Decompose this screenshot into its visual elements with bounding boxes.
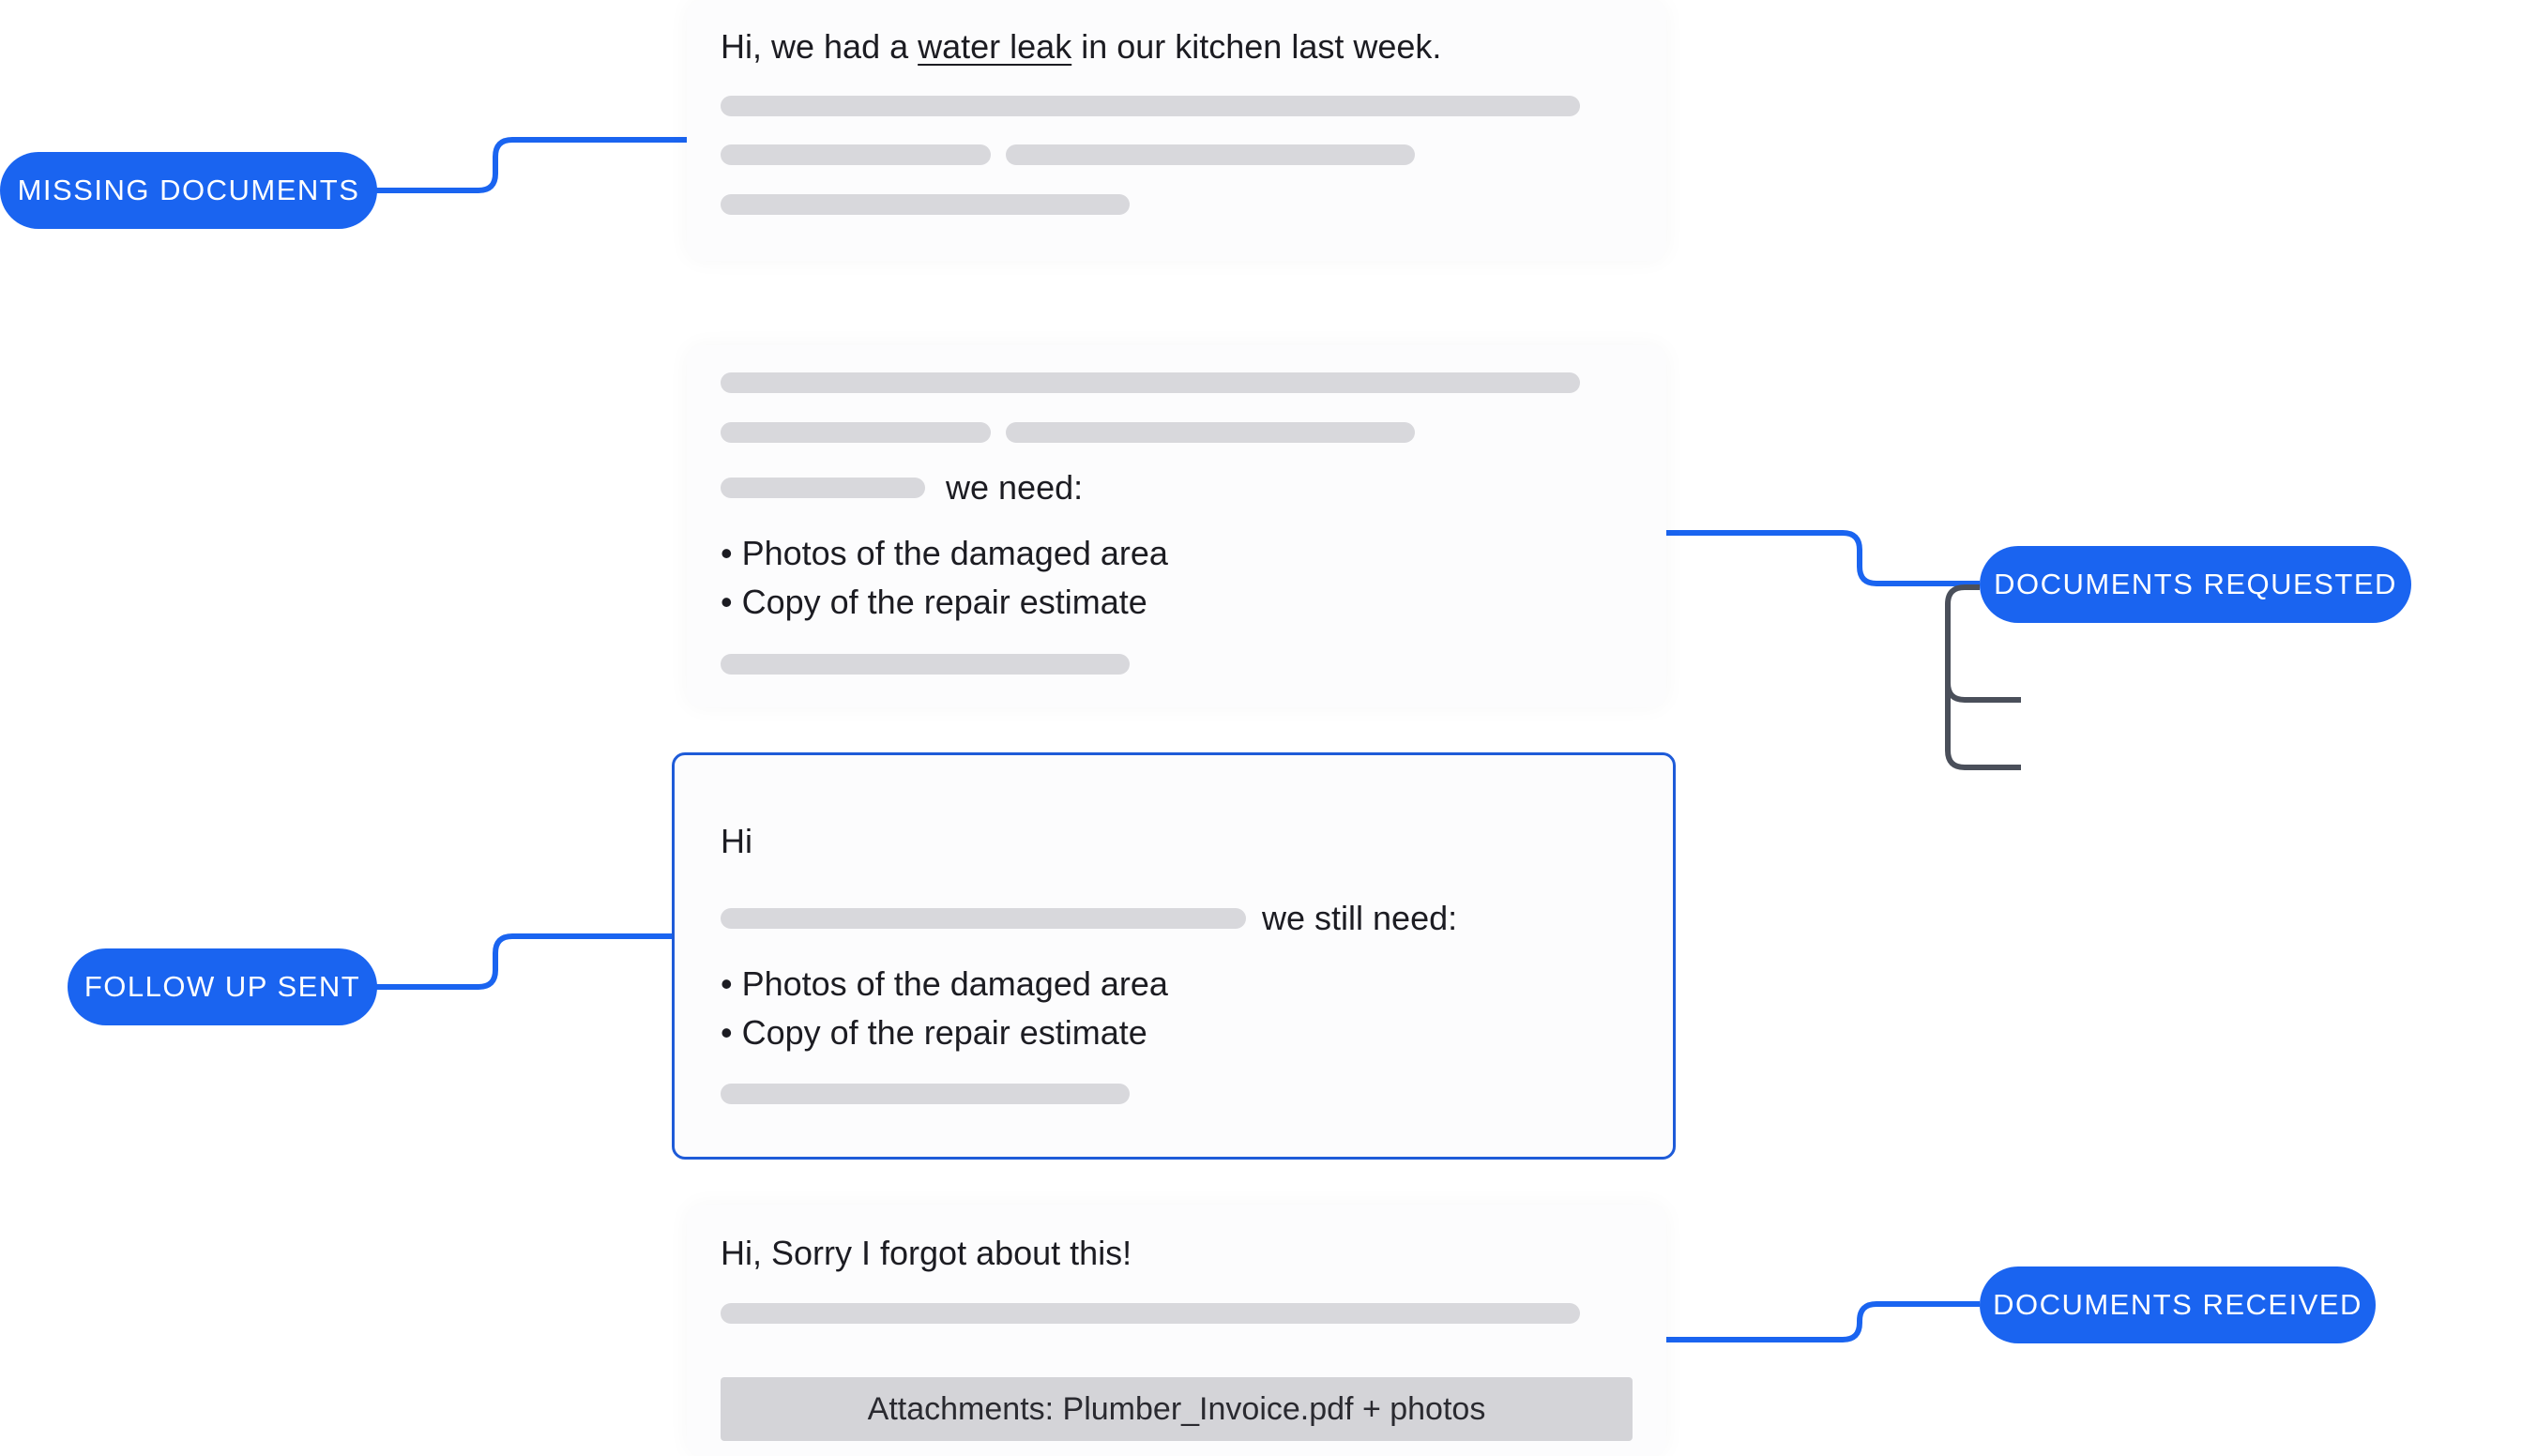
message-card-request: we need: • Photos of the damaged area • … xyxy=(687,345,1666,707)
reply-text: Hi, Sorry I forgot about this! xyxy=(721,1234,1132,1272)
message-card-follow-up: Hi we still need: • Photos of the damage… xyxy=(672,752,1676,1160)
bullet-item: • Photos of the damaged area xyxy=(721,964,1168,1003)
placeholder-line xyxy=(1006,422,1415,443)
placeholder-line xyxy=(721,144,991,165)
placeholder-line xyxy=(721,1303,1580,1324)
placeholder-line xyxy=(721,422,991,443)
message-card-initial: Hi, we had a water leak in our kitchen l… xyxy=(687,0,1666,261)
message-initial-text: Hi, we had a water leak in our kitchen l… xyxy=(721,27,1442,66)
tag-missing-documents: MISSING DOCUMENTS xyxy=(0,152,377,229)
message-card-reply: Hi, Sorry I forgot about this! Attachmen… xyxy=(687,1205,1666,1456)
placeholder-line xyxy=(1006,144,1415,165)
placeholder-line xyxy=(721,654,1130,675)
placeholder-line xyxy=(721,908,1246,929)
connector-follow-up-sent xyxy=(375,933,672,990)
placeholder-line xyxy=(721,372,1580,393)
attachment-bar[interactable]: Attachments: Plumber_Invoice.pdf + photo… xyxy=(721,1377,1633,1441)
sub-item-bracket xyxy=(1945,584,2021,770)
tag-follow-up-sent: FOLLOW UP SENT xyxy=(68,948,377,1025)
tag-documents-received: DOCUMENTS RECEIVED xyxy=(1980,1266,2376,1343)
water-leak-link: water leak xyxy=(918,27,1072,66)
tag-documents-requested: DOCUMENTS REQUESTED xyxy=(1980,546,2411,623)
placeholder-line xyxy=(721,1084,1130,1104)
bullet-item: • Copy of the repair estimate xyxy=(721,583,1147,621)
placeholder-line xyxy=(721,478,925,498)
still-need-label: we still need: xyxy=(1262,899,1458,937)
bullet-item: • Photos of the damaged area xyxy=(721,534,1168,572)
connector-documents-received xyxy=(1666,1301,1980,1342)
placeholder-line xyxy=(721,96,1580,116)
placeholder-line xyxy=(721,194,1130,215)
connector-missing-documents xyxy=(372,137,690,193)
bullet-item: • Copy of the repair estimate xyxy=(721,1013,1147,1052)
need-label: we need: xyxy=(946,468,1084,507)
greeting-text: Hi xyxy=(721,822,752,860)
connector-documents-requested xyxy=(1666,530,1980,586)
